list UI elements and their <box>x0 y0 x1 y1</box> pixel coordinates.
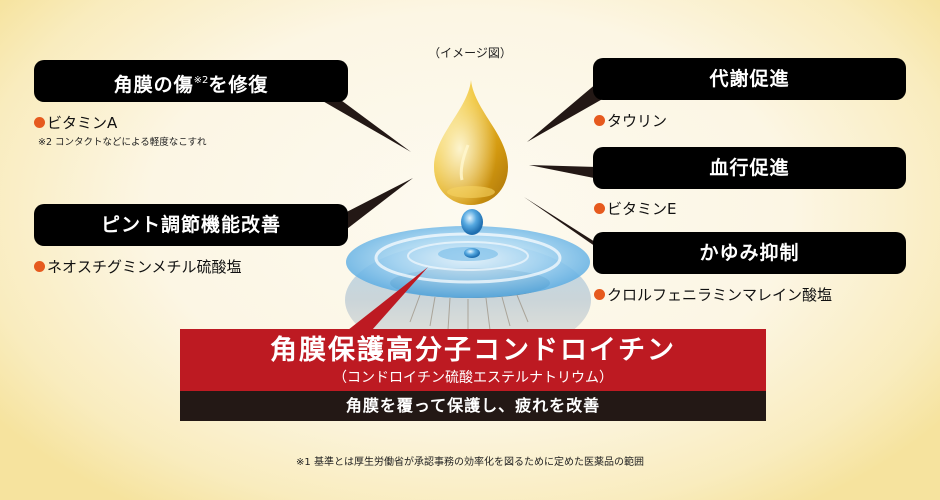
banner-tagline: 角膜を覆って保護し、疲れを改善 <box>180 391 766 421</box>
footnote-marker-2: ※2 <box>193 75 209 86</box>
label-focus-improvement: ピント調節機能改善 <box>34 204 348 246</box>
ingredient-neostigmine: ネオスチグミンメチル硫酸塩 <box>34 256 242 277</box>
label-metabolism: 代謝促進 <box>593 58 906 100</box>
ingredient-vitamin-a: ビタミンA <box>34 112 117 133</box>
ingredient-chlorpheniramine: クロルフェニラミンマレイン酸塩 <box>594 284 832 305</box>
image-caption: （イメージ図） <box>428 46 512 60</box>
label-blood-circulation-text: 血行促進 <box>709 157 790 179</box>
bullet-icon <box>594 289 605 300</box>
label-blood-circulation: 血行促進 <box>593 147 906 189</box>
pointer-banner <box>348 267 428 330</box>
label-metabolism-text: 代謝促進 <box>709 68 790 90</box>
bullet-icon <box>594 115 605 126</box>
label-itch-suppression-text: かゆみ抑制 <box>699 242 800 264</box>
label-itch-suppression: かゆみ抑制 <box>593 232 906 274</box>
banner-subtitle: （コンドロイチン硫酸エステルナトリウム） <box>333 370 613 386</box>
bullet-icon <box>34 261 45 272</box>
ingredient-taurine: タウリン <box>594 110 667 131</box>
bullet-icon <box>34 117 45 128</box>
footnote-2: ※2 コンタクトなどによる軽度なこすれ <box>38 137 207 148</box>
label-cornea-repair-suffix: を修復 <box>208 74 269 96</box>
label-focus-improvement-text: ピント調節機能改善 <box>100 214 281 236</box>
bullet-icon <box>594 203 605 214</box>
footnote-1: ※1 基準とは厚生労働省が承認事務の効率化を図るために定めた医薬品の範囲 <box>296 457 644 468</box>
banner-red-section: 角膜保護高分子コンドロイチン （コンドロイチン硫酸エステルナトリウム） <box>180 329 766 391</box>
ingredient-text: ビタミンA <box>47 114 118 132</box>
ingredient-text: タウリン <box>607 112 668 130</box>
ingredient-text: クロルフェニラミンマレイン酸塩 <box>607 286 833 304</box>
ingredient-text: ビタミンE <box>607 200 677 218</box>
ingredient-vitamin-e: ビタミンE <box>594 198 676 219</box>
chondroitin-banner: 角膜保護高分子コンドロイチン （コンドロイチン硫酸エステルナトリウム） 角膜を覆… <box>180 329 766 421</box>
label-cornea-repair: 角膜の傷※2を修復 <box>34 60 348 102</box>
pointer-right-mid <box>529 165 599 179</box>
label-cornea-repair-text: 角膜の傷 <box>113 74 194 96</box>
banner-title: 角膜保護高分子コンドロイチン <box>270 335 676 366</box>
ingredient-text: ネオスチグミンメチル硫酸塩 <box>47 258 242 276</box>
